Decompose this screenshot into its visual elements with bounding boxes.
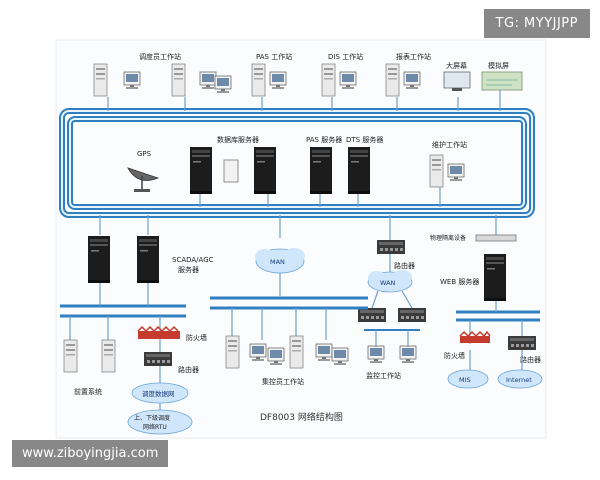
rtu-net-cloud: 上、下级调度 网络RTU (127, 409, 193, 435)
wan-label: WAN (380, 279, 396, 287)
dts-server-label: DTS 服务器 (346, 135, 383, 144)
scada-label-2: 服务器 (178, 265, 199, 274)
big-screen-label: 大屏幕 (446, 61, 467, 70)
main-bus (59, 108, 535, 218)
monitor-ws-label: 监控工作站 (366, 371, 401, 380)
gps-label: GPS (137, 150, 152, 158)
centralized-ws-label: 集控员工作站 (262, 377, 304, 386)
top-links (99, 90, 501, 240)
front-end-system: 前置系统 (63, 339, 116, 396)
dispatcher-workstation: 调度员工作站 (93, 52, 232, 97)
mis-label: MIS (459, 376, 471, 384)
watermark-top-right: TG: MYYJJPP (483, 9, 590, 38)
dispatch-net-label: 调度数据网 (142, 389, 175, 398)
mimic-panel-label: 模拟屏 (488, 61, 509, 70)
firewall-right: 防火墙 (444, 330, 491, 360)
isolation-label: 物理隔离设备 (430, 234, 466, 242)
report-workstation: 报表工作站 (385, 52, 431, 97)
firewall-left-label: 防火墙 (186, 333, 207, 342)
db-server-label: 数据库服务器 (217, 135, 259, 144)
pas-ws-label: PAS 工作站 (256, 52, 292, 61)
isolation-device: 物理隔离设备 (430, 234, 517, 242)
web-server-label: WEB 服务器 (440, 277, 479, 286)
router-top-label: 路由器 (394, 261, 415, 270)
monitor-workstations: 监控工作站 (366, 345, 417, 380)
rtu-net-label-2: 网络RTU (143, 423, 167, 431)
router-left-label: 路由器 (178, 365, 199, 374)
router-left: 路由器 (144, 352, 199, 374)
maintenance-workstation: 维护工作站 (429, 140, 467, 188)
pas-dts-servers: PAS 服务器 DTS 服务器 (306, 135, 383, 194)
report-ws-label: 报表工作站 (396, 52, 431, 61)
scada-servers: SCADA/AGC 服务器 (88, 236, 214, 283)
firewall-right-label: 防火墙 (444, 351, 465, 360)
man-cloud: MAN (255, 248, 305, 274)
dis-workstation: DIS 工作站 (321, 52, 363, 97)
rtu-net-label-1: 上、下级调度 (134, 414, 170, 422)
man-label: MAN (270, 258, 285, 266)
dispatch-net-cloud: 调度数据网 (131, 382, 189, 404)
gps-antenna: GPS (127, 150, 160, 192)
internet-cloud: Internet (497, 369, 543, 389)
dis-ws-label: DIS 工作站 (328, 52, 363, 61)
router-right: 路由器 (508, 336, 541, 364)
dispatcher-ws-label: 调度员工作站 (139, 52, 181, 61)
router-right-label: 路由器 (520, 355, 541, 364)
firewall-left: 防火墙 (137, 325, 207, 342)
maint-ws-label: 维护工作站 (432, 140, 467, 149)
wan-cloud: WAN (367, 270, 413, 293)
internet-label: Internet (506, 376, 532, 384)
scada-label-1: SCADA/AGC (172, 256, 214, 264)
pas-server-label: PAS 服务器 (306, 135, 342, 144)
mimic-panel: 模拟屏 (481, 61, 523, 91)
big-screen: 大屏幕 (443, 61, 471, 91)
centralized-workstations: 集控员工作站 (225, 335, 349, 386)
pas-workstation: PAS 工作站 (251, 52, 292, 97)
router-top: 路由器 (377, 240, 415, 270)
front-end-label: 前置系统 (74, 387, 102, 396)
database-servers: 数据库服务器 (190, 135, 276, 194)
watermark-bottom-left: www.ziboyingjia.com (12, 440, 169, 467)
diagram-title: DF8003 网络结构图 (260, 411, 343, 423)
web-server: WEB 服务器 (440, 254, 506, 301)
mis-cloud: MIS (447, 369, 489, 389)
